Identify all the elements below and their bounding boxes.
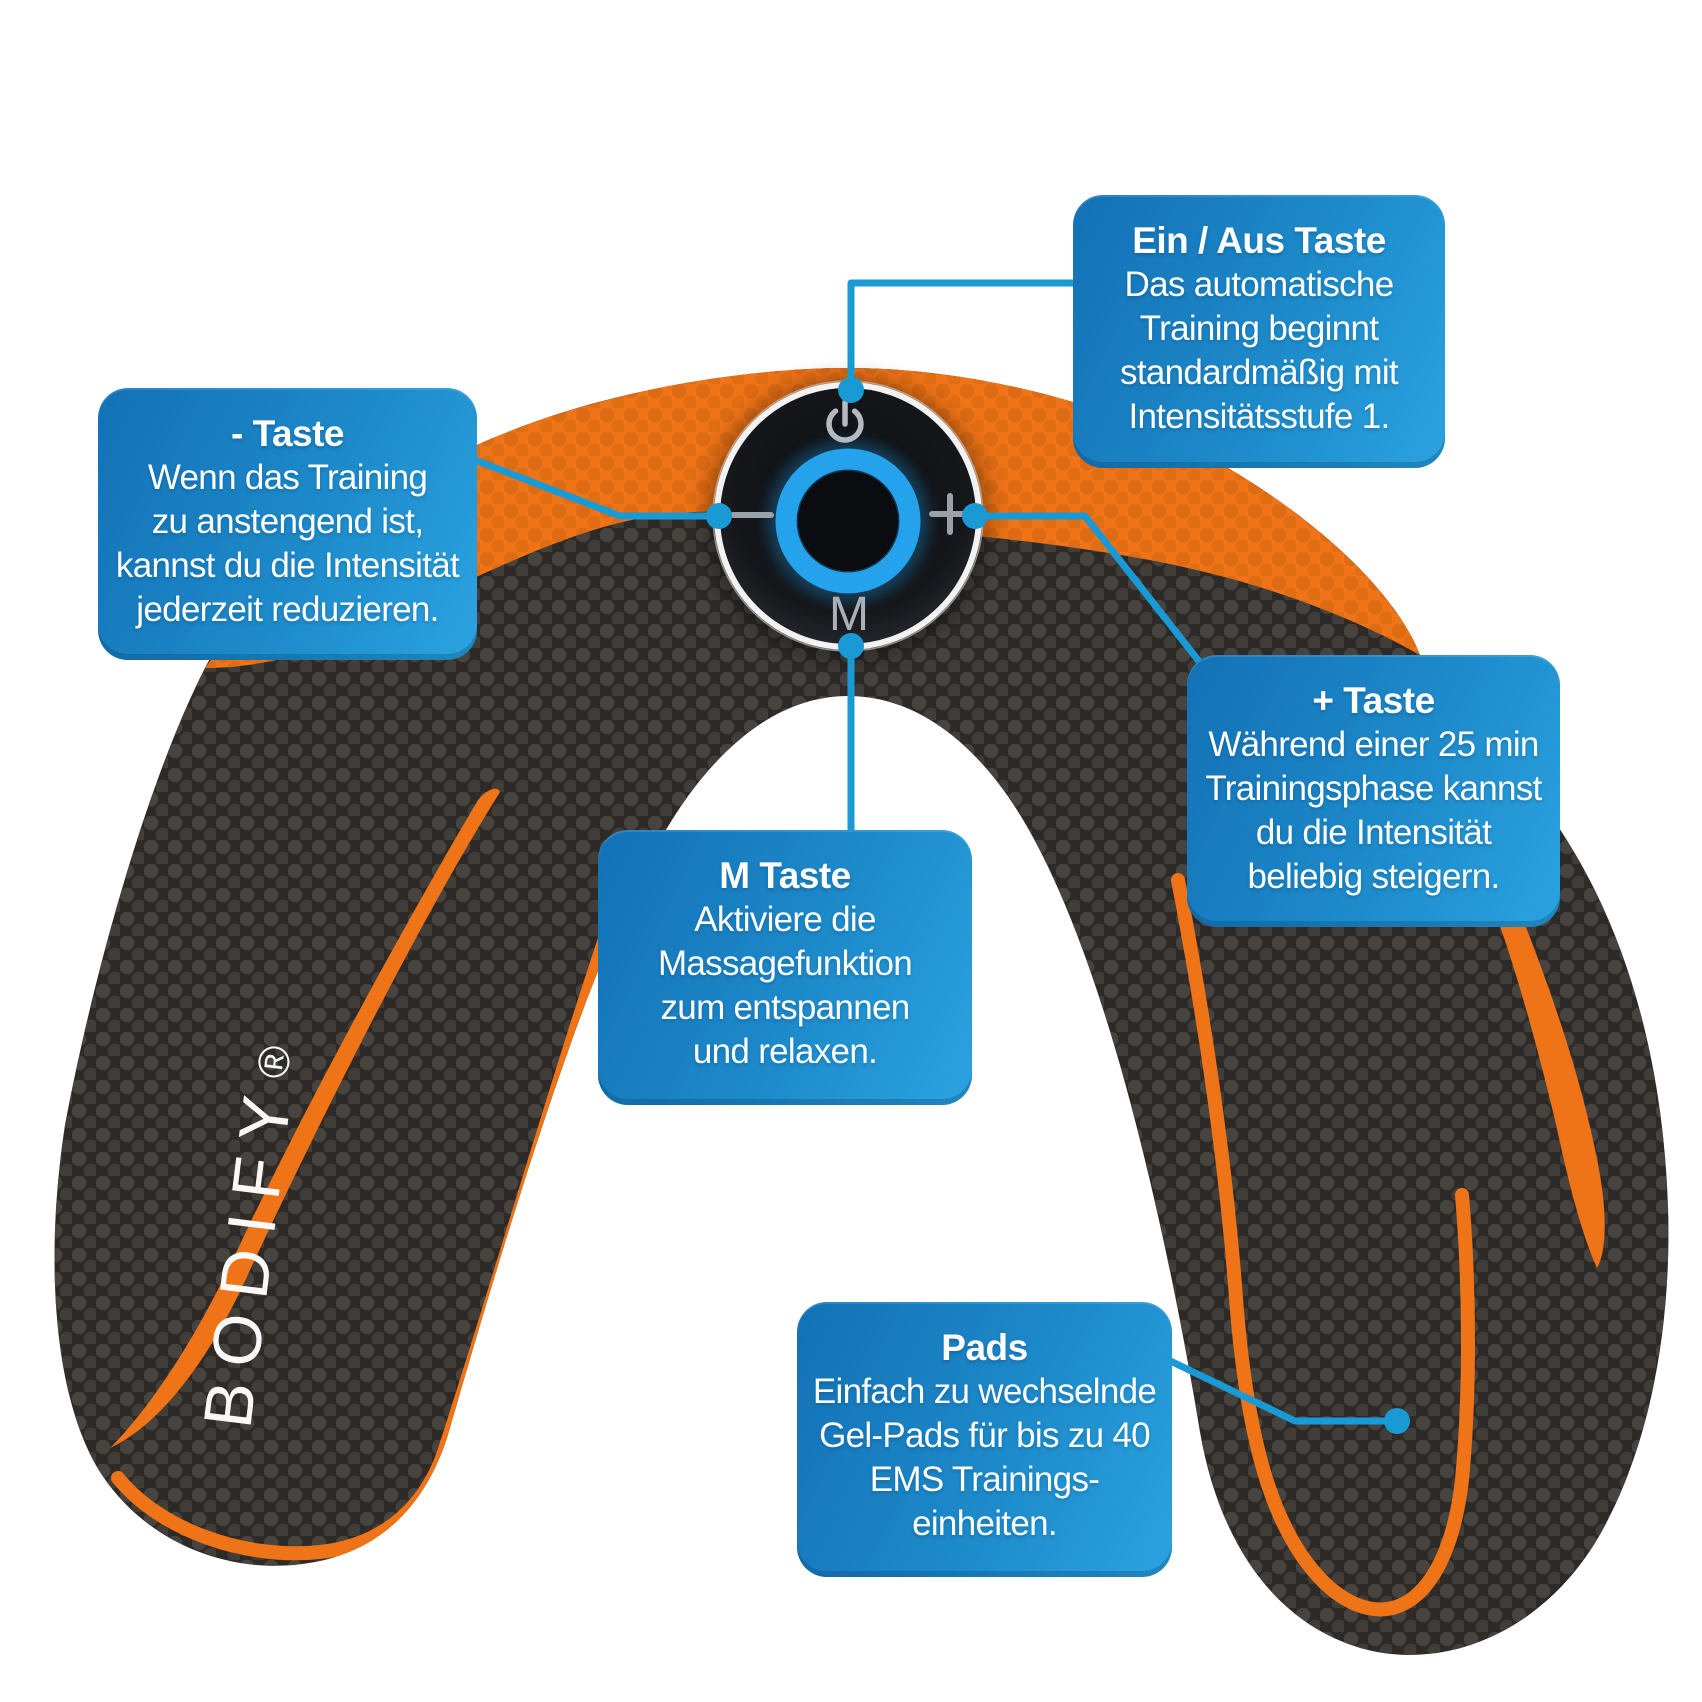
connector-line-plus (975, 512, 1223, 691)
callout-mode-title: M Taste (719, 855, 851, 896)
callout-mode-line: und relaxen. (692, 1032, 878, 1071)
callout-power-button: Ein / Aus Taste Das automatische Trainin… (1073, 195, 1445, 468)
connector-dot-plus (962, 503, 988, 529)
callout-plus-button: + Taste Während einer 25 min Trainingsph… (1187, 655, 1560, 927)
connector-line-power (847, 279, 1085, 392)
connector-dot-power (838, 377, 864, 403)
right-thick-stripe (1492, 898, 1605, 1268)
connector-dots (706, 377, 1410, 1434)
control-unit: M (706, 378, 990, 662)
callout-plus-title: + Taste (1312, 680, 1435, 721)
callout-power-line: Das automatische (1124, 265, 1395, 304)
connector-line-minus (468, 454, 725, 520)
callout-mode-line: Aktiviere die (694, 900, 876, 939)
callout-pads-line: EMS Trainings- (869, 1460, 1100, 1499)
callout-minus-line: Wenn das Training (147, 458, 428, 497)
power-icon (826, 399, 864, 443)
ring-center (798, 471, 898, 571)
callout-power-line: Intensitätsstufe 1. (1128, 397, 1390, 436)
mode-button-label: M (829, 588, 869, 641)
left-thick-stripe (110, 788, 500, 1448)
callout-minus-title: - Taste (230, 413, 345, 454)
callout-pads: Pads Einfach zu wechselnde Gel-Pads für … (797, 1302, 1172, 1577)
callout-mode-line: Massagefunktion (657, 944, 913, 983)
connector-dot-mode (838, 633, 864, 659)
callout-pads-line: Einfach zu wechselnde (812, 1372, 1157, 1411)
callout-mode-button: M Taste Aktiviere die Massagefunktion zu… (598, 830, 972, 1105)
callout-pads-line: einheiten. (912, 1504, 1057, 1543)
connector-line-pads (1158, 1352, 1397, 1425)
blue-ring (775, 448, 921, 594)
callout-plus-line: beliebig steigern. (1247, 857, 1500, 896)
callout-pads-title: Pads (941, 1327, 1028, 1368)
callout-minus-line: zu anstengend ist, (151, 502, 424, 541)
callout-power-title: Ein / Aus Taste (1132, 220, 1386, 261)
callout-minus-line: kannst du die Intensität (115, 546, 460, 585)
callout-minus-button: - Taste Wenn das Training zu anstengend … (98, 388, 477, 660)
callout-plus-line: du die Intensität (1255, 813, 1492, 852)
callout-power-line: standardmäßig mit (1120, 353, 1399, 392)
brand-registered-mark: ® (248, 1043, 301, 1081)
callout-pads-line: Gel-Pads für bis zu 40 (819, 1416, 1151, 1455)
connector-dot-pads (1384, 1408, 1410, 1434)
right-thin-stripe (1171, 873, 1475, 1617)
callout-minus-line: jederzeit reduzieren. (136, 590, 439, 629)
callout-power-line: Training beginnt (1139, 309, 1379, 348)
callout-plus-line: Während einer 25 min (1208, 725, 1539, 764)
callout-plus-line: Trainingsphase kannst (1205, 769, 1542, 808)
callout-mode-line: zum entspannen (660, 988, 911, 1027)
plus-icon (929, 493, 971, 535)
connector-dot-minus (706, 503, 732, 529)
connectors (468, 279, 1397, 1425)
